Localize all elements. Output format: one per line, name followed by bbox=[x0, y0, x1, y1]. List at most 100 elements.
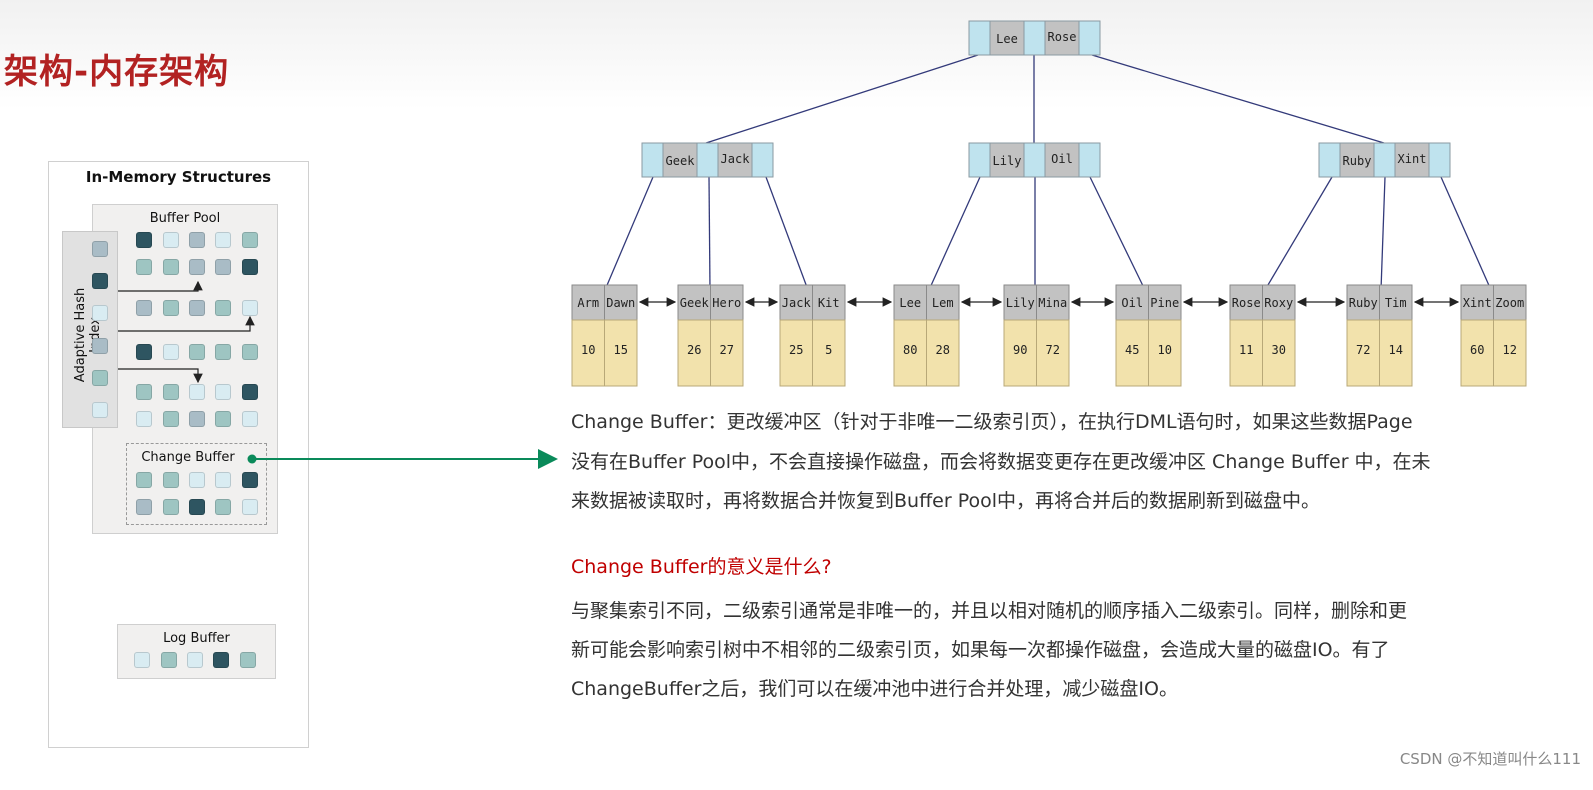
node-key: Lee bbox=[996, 32, 1018, 46]
leaf-value: 26 bbox=[687, 343, 701, 357]
leaf-key-cell bbox=[1493, 284, 1527, 321]
change-buffer-page bbox=[242, 472, 258, 488]
change-buffer-description-line-1: Change Buffer：更改缓冲区（针对于非唯一二级索引页），在执行DML语… bbox=[571, 411, 1413, 433]
buffer-pool-page bbox=[189, 411, 205, 427]
leaf-key: Jack bbox=[782, 296, 812, 310]
hash-index-entry bbox=[92, 402, 108, 418]
buffer-pool-page bbox=[189, 344, 205, 360]
buffer-pool-page bbox=[136, 300, 152, 316]
btree-edge bbox=[1380, 176, 1386, 291]
leaf-value-cell bbox=[1148, 319, 1182, 387]
change-buffer-description-line-3: 来数据被读取时，再将数据合并恢复到Buffer Pool中，再将合并后的数据刷新… bbox=[571, 490, 1321, 512]
buffer-pool-page bbox=[242, 384, 258, 400]
btree-edge bbox=[765, 176, 809, 291]
leaf-value: 80 bbox=[903, 343, 917, 357]
node-slot bbox=[1023, 142, 1046, 178]
btree-edge bbox=[1264, 176, 1333, 291]
change-buffer-answer-line-3: ChangeBuffer之后，我们可以在缓冲池中进行合并处理，减少磁盘IO。 bbox=[571, 678, 1178, 700]
change-buffer-page bbox=[189, 472, 205, 488]
buffer-pool-page bbox=[163, 344, 179, 360]
hash-index-entry bbox=[92, 338, 108, 354]
log-buffer-box: Log Buffer bbox=[117, 624, 276, 679]
change-buffer-page bbox=[215, 499, 231, 515]
buffer-pool-title: Buffer Pool bbox=[149, 211, 221, 226]
leaf-value-cell bbox=[1493, 319, 1527, 387]
leaf-value: 72 bbox=[1046, 343, 1060, 357]
leaf-key: Roxy bbox=[1264, 296, 1293, 310]
change-buffer-page bbox=[215, 472, 231, 488]
leaf-key: Zoom bbox=[1495, 296, 1524, 310]
change-buffer-page bbox=[242, 499, 258, 515]
log-buffer-entry bbox=[240, 652, 256, 668]
buffer-pool-page bbox=[136, 232, 152, 248]
btree-edges bbox=[604, 54, 1492, 307]
buffer-pool-page bbox=[242, 344, 258, 360]
node-key: Geek bbox=[666, 154, 696, 168]
buffer-pool-page bbox=[136, 384, 152, 400]
node-slot bbox=[1339, 142, 1375, 178]
leaf-value: 11 bbox=[1239, 343, 1253, 357]
log-buffer-entry bbox=[213, 652, 229, 668]
node-slot bbox=[1078, 142, 1101, 178]
buffer-pool-page bbox=[189, 259, 205, 275]
node-slot bbox=[751, 142, 774, 178]
leaf-value-cell bbox=[893, 319, 927, 387]
change-buffer-answer-line-2: 新可能会影响索引树中不相邻的二级索引页，如果每一次都操作磁盘，会造成大量的磁盘I… bbox=[571, 639, 1390, 661]
page-title: 架构-内存架构 bbox=[4, 52, 230, 92]
buffer-pool-page bbox=[189, 232, 205, 248]
leaf-value: 60 bbox=[1470, 343, 1484, 357]
buffer-pool-page bbox=[242, 411, 258, 427]
btree-edge bbox=[1440, 176, 1492, 291]
btree-internal-node: Geek Jack bbox=[641, 142, 774, 178]
buffer-pool-page bbox=[163, 411, 179, 427]
change-buffer-page bbox=[136, 472, 152, 488]
buffer-pool-page bbox=[215, 232, 231, 248]
leaf-key: Geek bbox=[680, 296, 710, 310]
leaf-key-cell bbox=[1460, 284, 1494, 321]
leaf-key-cell bbox=[1379, 284, 1413, 321]
leaf-value: 25 bbox=[789, 343, 803, 357]
buffer-pool-page bbox=[215, 259, 231, 275]
change-buffer-box: Change Buffer bbox=[126, 443, 267, 525]
leaf-value-cell bbox=[677, 319, 711, 387]
node-key: Ruby bbox=[1343, 154, 1372, 168]
leaf-value: 72 bbox=[1356, 343, 1370, 357]
hash-pointer-arrow bbox=[118, 280, 203, 292]
adaptive-hash-index-strip: Adaptive Hash Index bbox=[62, 231, 118, 428]
leaf-key-cell bbox=[604, 284, 638, 321]
hash-index-entry bbox=[92, 370, 108, 386]
hash-index-links bbox=[118, 280, 558, 469]
node-slot bbox=[641, 142, 664, 178]
btree-edge bbox=[708, 176, 711, 291]
leaf-key-cell bbox=[1003, 284, 1037, 321]
leaf-key-cell bbox=[812, 284, 846, 321]
hash-pointer-arrow bbox=[118, 315, 255, 332]
leaf-key: Lily bbox=[1006, 296, 1035, 310]
leaf-key: Ruby bbox=[1349, 296, 1378, 310]
leaf-value: 90 bbox=[1013, 343, 1027, 357]
leaf-key: Mina bbox=[1038, 296, 1067, 310]
node-key: Jack bbox=[721, 152, 751, 166]
leaf-key-cell bbox=[1115, 284, 1149, 321]
leaf-value-cell bbox=[604, 319, 638, 387]
leaf-value-cell bbox=[1262, 319, 1296, 387]
node-slot bbox=[1318, 142, 1341, 178]
leaf-value: 14 bbox=[1389, 343, 1403, 357]
change-buffer-page bbox=[136, 499, 152, 515]
node-slot bbox=[968, 20, 991, 56]
leaf-key: Lem bbox=[932, 296, 954, 310]
leaf-value-cell bbox=[1379, 319, 1413, 387]
buffer-pool-page bbox=[136, 411, 152, 427]
buffer-pool-page bbox=[215, 384, 231, 400]
change-buffer-description-line-2: 没有在Buffer Pool中，不会直接操作磁盘，而会将数据变更存在更改缓冲区 … bbox=[571, 451, 1431, 473]
